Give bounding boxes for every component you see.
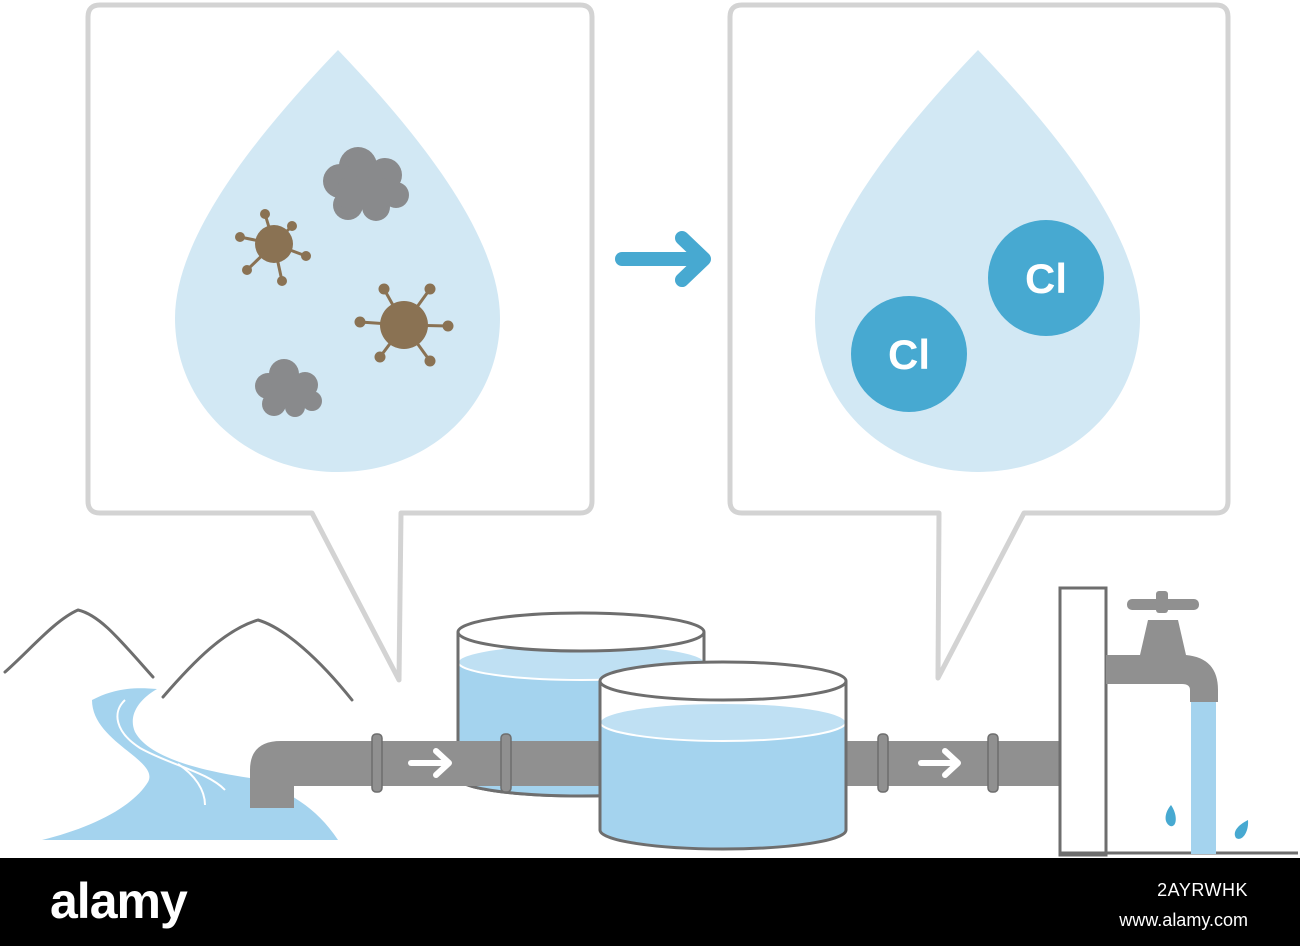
flow-arrow-icon: [408, 748, 452, 778]
chlorine-label: Cl: [1025, 255, 1067, 302]
water-stream: [1165, 702, 1249, 854]
image-id: 2AYRWHK: [1157, 880, 1248, 900]
virus-icon: [354, 283, 454, 367]
virus-icon: [235, 209, 311, 286]
flow-arrow-icon: [918, 748, 961, 778]
after-treatment-bubble: Cl Cl: [727, 2, 1231, 681]
chlorine-molecule-icon: Cl: [851, 296, 967, 412]
mountains-icon: [3, 608, 354, 702]
chlorine-label: Cl: [888, 331, 930, 378]
dirt-cloud-icon: [323, 147, 409, 221]
alamy-logo: alamy: [50, 873, 188, 929]
before-treatment-bubble: [85, 2, 595, 683]
chlorine-molecule-icon: Cl: [988, 220, 1104, 336]
dirt-cloud-icon: [255, 359, 322, 417]
raw-water-drop-icon: [175, 50, 500, 472]
process-arrow-icon: [615, 231, 711, 287]
front-water-tank: [598, 660, 848, 851]
water-treatment-diagram: Cl Cl: [3, 2, 1298, 857]
faucet-icon: [1106, 591, 1218, 702]
faucet-post: [1058, 586, 1298, 857]
site-url: www.alamy.com: [1119, 910, 1248, 930]
stock-watermark-footer: alamy 2AYRWHK www.alamy.com: [0, 858, 1300, 946]
